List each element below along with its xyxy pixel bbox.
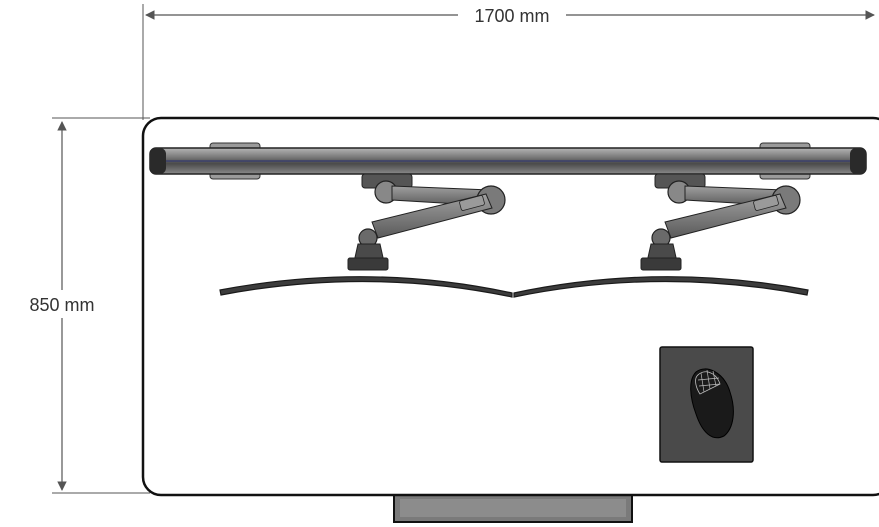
monitor-right <box>513 276 809 298</box>
width-label: 1700 mm <box>474 6 549 26</box>
mouse-pad <box>659 346 754 463</box>
depth-dimension: 850 mm <box>29 117 150 494</box>
rail-end-cap-right <box>850 148 866 174</box>
arm-cable-clip-right <box>753 195 779 211</box>
depth-label: 850 mm <box>29 295 94 315</box>
monitor-left <box>219 276 513 298</box>
arm-cable-clip-left <box>459 195 485 211</box>
rail-end-cap-left <box>150 148 166 174</box>
width-dimension: 1700 mm <box>142 4 875 120</box>
vesa-plate-left <box>347 257 389 271</box>
monitor-rail <box>149 142 867 180</box>
computer-mouse-icon <box>690 368 734 439</box>
stand-tray-inner <box>400 499 626 517</box>
vesa-plate-right <box>640 257 682 271</box>
monitor-arm-right <box>640 173 801 271</box>
monitor-arm-left <box>347 173 506 271</box>
